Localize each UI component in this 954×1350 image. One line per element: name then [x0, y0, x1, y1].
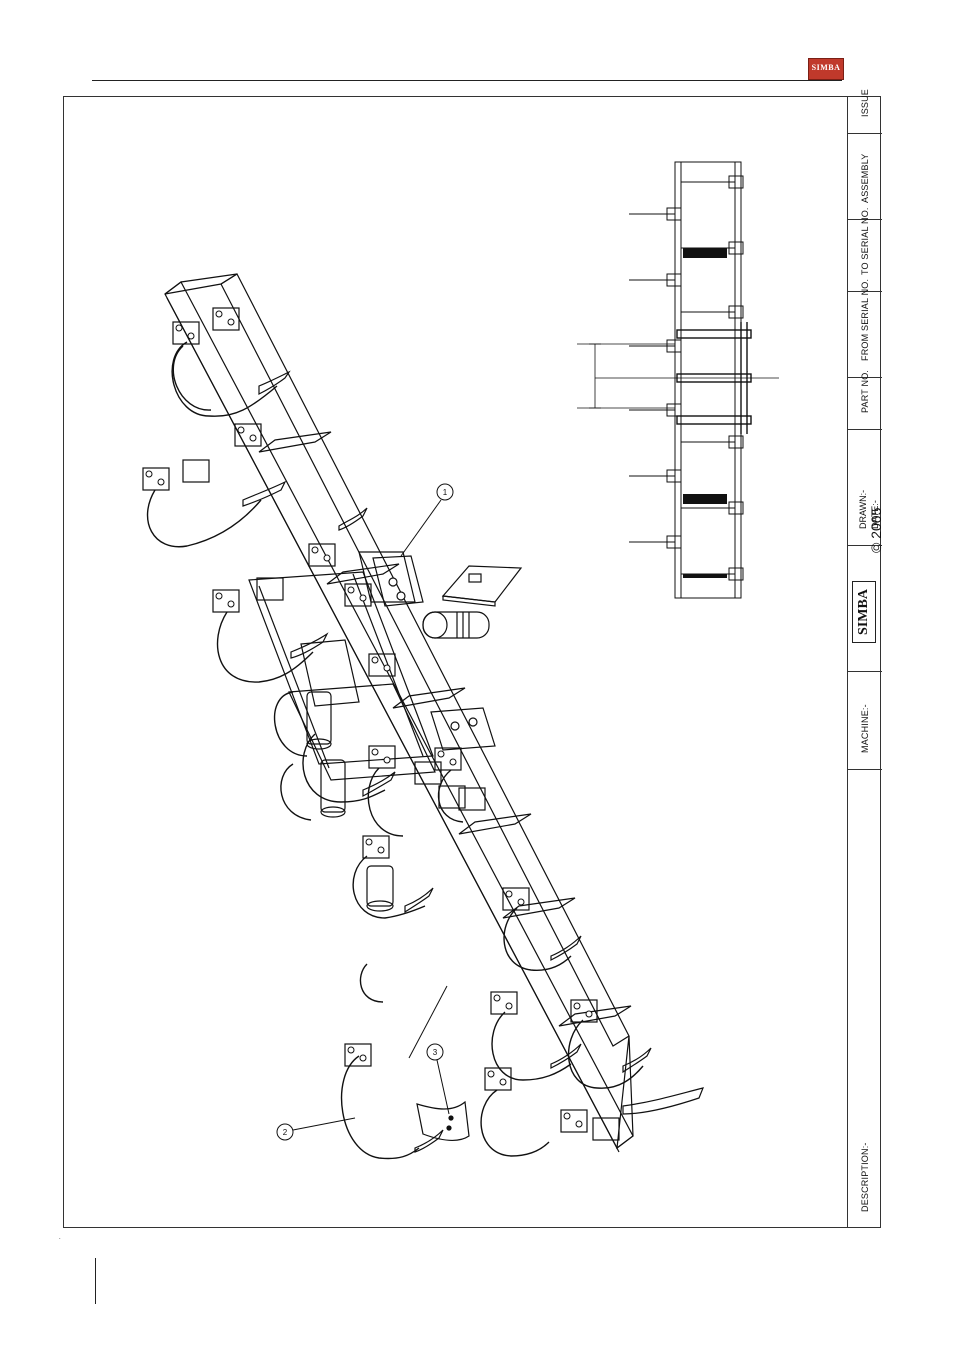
frame-beam-lower [221, 274, 629, 1046]
plan-view-infill [683, 248, 727, 578]
margin-rule [95, 1258, 96, 1304]
page-mark: . [59, 1235, 61, 1241]
tb-from-serial-cell: FROM SERIAL NO. [848, 292, 882, 378]
tb-machine-label: MACHINE:- [860, 704, 870, 753]
parts-manual-booklet [443, 566, 521, 606]
plan-view-drawing [577, 162, 779, 598]
tb-part-no-cell: PART NO. [848, 378, 882, 430]
simba-logo: SIMBA [808, 58, 844, 80]
isometric-assembly-drawing: 1 2 3 [63, 96, 847, 1228]
callout-3 [427, 1044, 449, 1114]
header-rule [92, 80, 842, 81]
dimension-line [577, 344, 779, 408]
tb-part-no-label: PART NO. [860, 370, 870, 413]
callout-2 [277, 1118, 355, 1140]
frame-beam-upper [165, 282, 633, 1148]
tine-brackets [143, 308, 619, 1140]
callout-1-label: 1 [443, 488, 448, 497]
tb-issue-cell: ISSUE [848, 96, 882, 134]
tb-description-cell: DESCRIPTION:- [848, 770, 882, 1228]
tb-to-serial-label: TO SERIAL NO. [860, 207, 870, 275]
tb-issue-label: ISSUE [860, 89, 870, 117]
frame-crossbar-1 [165, 274, 237, 294]
grease-cartridge [423, 612, 489, 638]
title-block: ISSUE ASSEMBLY TO SERIAL NO. FROM SERIAL… [847, 96, 881, 1228]
tine-points [243, 372, 703, 1152]
callout-3-label: 3 [433, 1048, 438, 1057]
tb-copyright: © 2005 [868, 508, 884, 553]
tb-description-label: DESCRIPTION:- [860, 1142, 870, 1212]
tb-assembly-label: ASSEMBLY [860, 154, 870, 203]
tb-from-serial-label: FROM SERIAL NO. [860, 279, 870, 361]
bolts [146, 311, 592, 1127]
callout-2-label: 2 [283, 1128, 288, 1137]
tine-share-part [417, 1102, 469, 1140]
simba-brand-logo: SIMBA [852, 581, 876, 643]
simba-logo-text: SIMBA [809, 63, 843, 72]
headstock-box-2 [289, 684, 435, 780]
simba-brand-text: SIMBA [856, 589, 872, 635]
tb-machine-cell: MACHINE:- [848, 672, 882, 770]
tb-brand-cell: SIMBA © 2005 [848, 546, 882, 672]
tb-drawn-label: DRAWN:- [858, 490, 868, 529]
